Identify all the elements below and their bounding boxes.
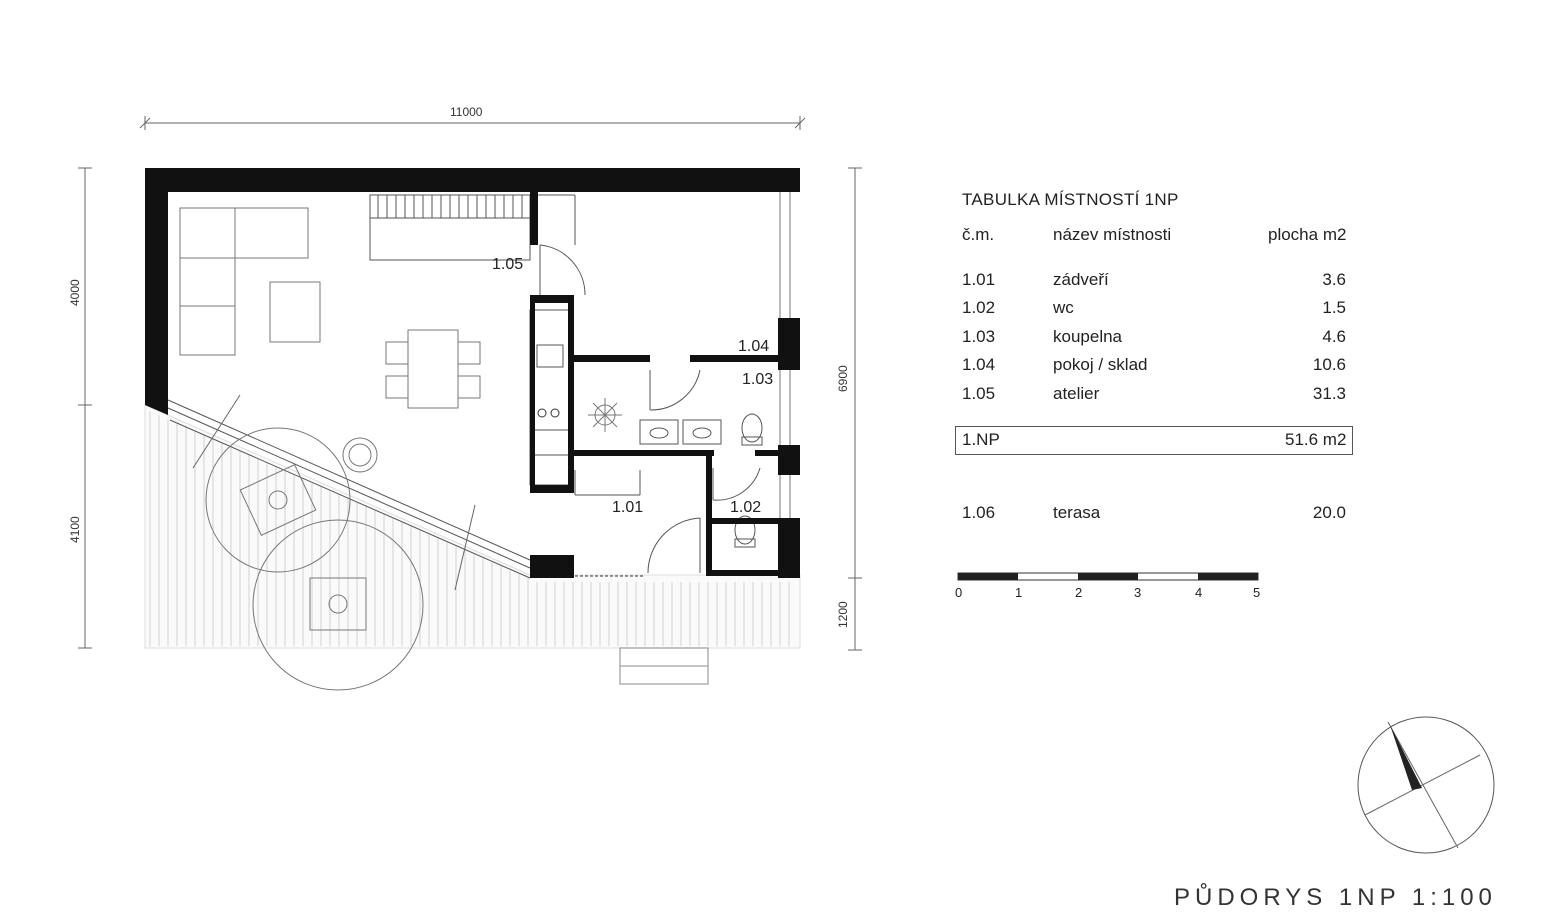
header-name: název místnosti: [1053, 225, 1172, 244]
staircase: [369, 194, 576, 261]
total-label: 1.NP: [962, 430, 1000, 449]
table-row-number: 1.04: [962, 355, 996, 374]
total-area: 51.6 m2: [1285, 430, 1347, 449]
drawing-title: PŮDORYS 1NP 1:100: [1174, 884, 1497, 911]
kitchen-counter: [529, 309, 571, 486]
scale-tick-label: 4: [1195, 585, 1203, 600]
scale-tick-label: 5: [1253, 585, 1261, 600]
dimension-top: [139, 116, 806, 130]
north-arrow-icon: [1357, 716, 1495, 854]
dim-top-width: 11000: [450, 105, 483, 119]
sofa-icon: [179, 207, 321, 356]
table-row-number: 1.01: [962, 270, 996, 289]
table-row-name: wc: [1053, 298, 1074, 317]
table-row-area: 10.6: [1312, 355, 1346, 374]
room-label-104: 1.04: [738, 338, 770, 355]
table-row-area: 4.6: [1322, 327, 1346, 346]
sink-icon: [639, 419, 722, 445]
table-row-number: 1.03: [962, 327, 996, 346]
entrance-step: [619, 647, 709, 685]
right-glazing: [779, 192, 791, 518]
room-label-105: 1.05: [492, 256, 524, 273]
scale-tick-label: 0: [955, 585, 963, 600]
table-row-name: zádveří: [1053, 270, 1109, 289]
dim-left-lower: 4100: [68, 516, 82, 543]
room-label-102: 1.02: [730, 499, 762, 516]
table-row-number: 1.05: [962, 384, 996, 403]
table-row-name: atelier: [1053, 384, 1100, 403]
stove-icon: [537, 408, 560, 418]
total-box: [955, 426, 1353, 455]
table-row-name: koupelna: [1053, 327, 1123, 346]
scale-tick-label: 2: [1075, 585, 1083, 600]
shower-icon: [588, 398, 622, 432]
table-row-area: 1.5: [1322, 298, 1346, 317]
table-row-number: 1.02: [962, 298, 996, 317]
table-row-area: 3.6: [1322, 270, 1346, 289]
table-row-area: 31.3: [1312, 384, 1346, 403]
structural-walls: [145, 168, 800, 578]
table-row-name: pokoj / sklad: [1053, 355, 1148, 374]
room-label-103: 1.03: [742, 371, 774, 388]
dimension-left: [78, 167, 92, 649]
terrace-name: terasa: [1053, 503, 1101, 522]
room-label-101: 1.01: [612, 499, 644, 516]
scale-bar: [957, 572, 1259, 581]
slope-arrows: [192, 394, 476, 591]
dim-right-lower: 1200: [836, 601, 850, 628]
door-swings: [539, 244, 761, 574]
terrace-number: 1.06: [962, 503, 996, 522]
terrace-area: 20.0: [1312, 503, 1346, 522]
header-number: č.m.: [962, 225, 995, 244]
dimension-right: [848, 167, 862, 651]
scale-tick-label: 1: [1015, 585, 1023, 600]
header-area: plocha m2: [1268, 225, 1347, 244]
dim-right-main: 6900: [836, 365, 850, 392]
scale-tick-label: 3: [1134, 585, 1142, 600]
dining-table-icon: [385, 329, 481, 409]
dim-left-upper: 4000: [68, 279, 82, 306]
tree-icon: [205, 427, 424, 691]
room-table-title: TABULKA MÍSTNOSTÍ 1NP: [962, 190, 1179, 209]
toilet-icon: [734, 413, 763, 548]
